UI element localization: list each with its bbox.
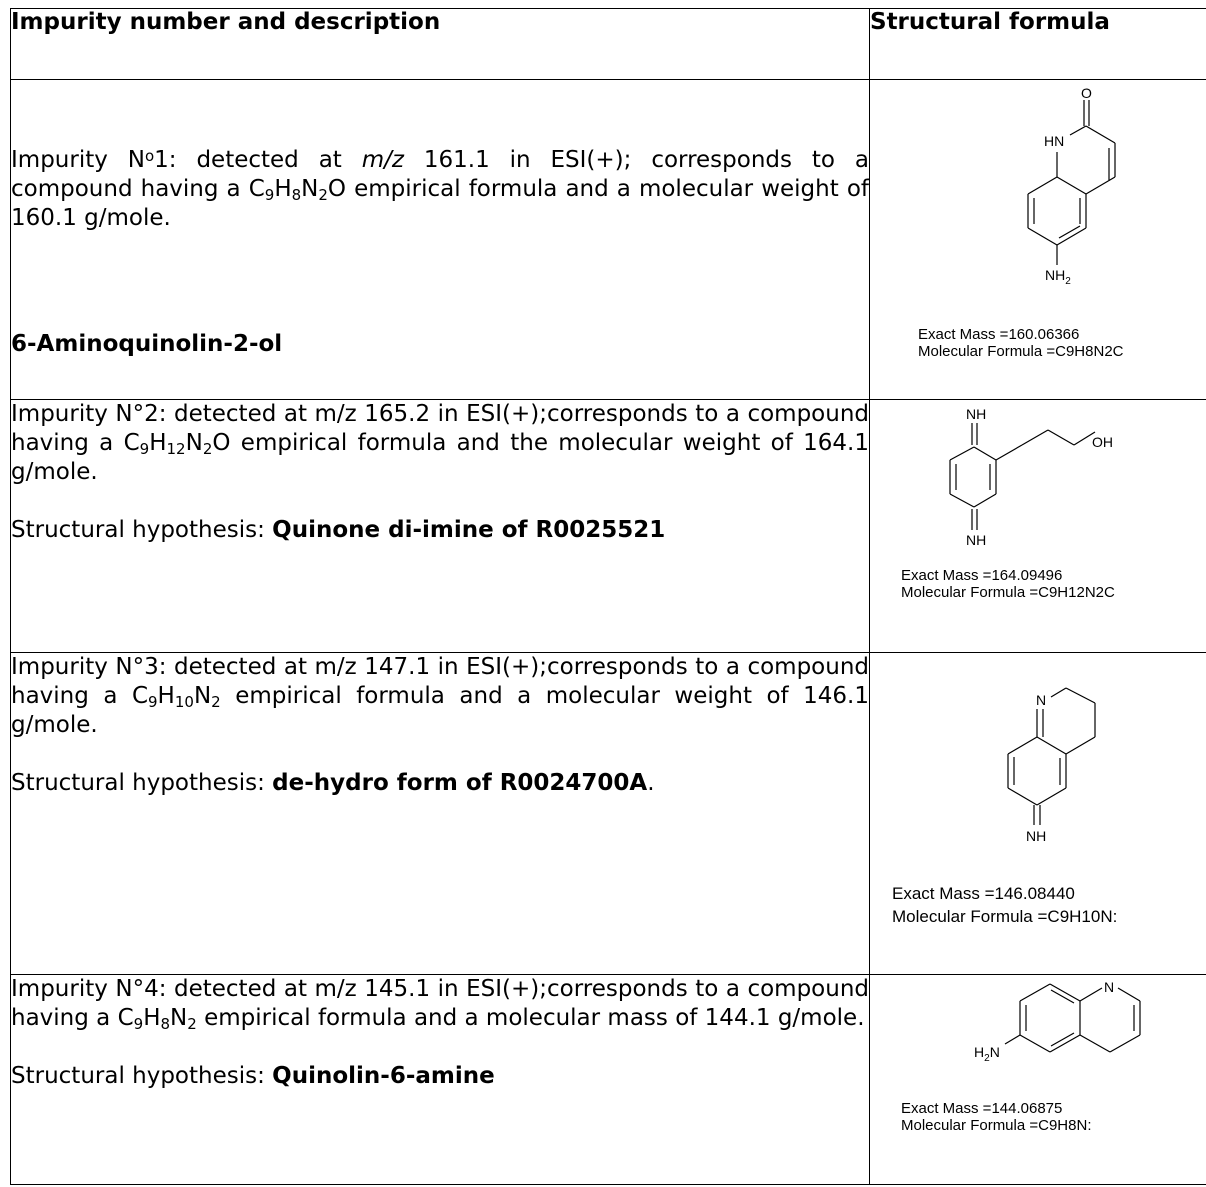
- impurity-1-structure: O HN NH2 Exact Mass =160.06366 Molecular…: [869, 79, 1206, 400]
- table-row: Impurity N°2: detected at m/z 165.2 in E…: [10, 399, 1206, 653]
- atom-oh: OH: [1092, 434, 1113, 450]
- table-row: Impurity No1: detected at m/z 161.1 in E…: [10, 79, 1206, 400]
- impurity-4-structure: N H2N Exact Mass =144.06875 Molecular Fo…: [869, 974, 1206, 1185]
- impurity-2-description: Impurity N°2: detected at m/z 165.2 in E…: [10, 399, 870, 653]
- atom-n: N: [1036, 692, 1046, 708]
- table-row: Impurity N°3: detected at m/z 147.1 in E…: [10, 652, 1206, 975]
- impurity-4-description: Impurity N°4: detected at m/z 145.1 in E…: [10, 974, 870, 1185]
- impurity-1-text: Impurity No1: detected at m/z 161.1 in E…: [11, 147, 870, 231]
- atom-nh: NH: [1026, 828, 1046, 844]
- molecule-3-drawing: N NH: [1007, 687, 1096, 844]
- molecule-4-drawing: N H2N: [974, 979, 1141, 1064]
- atom-nh-top: NH: [966, 406, 986, 422]
- impurity-2-mass: Exact Mass =164.09496 Molecular Formula …: [901, 567, 1115, 601]
- impurity-1-mass: Exact Mass =160.06366 Molecular Formula …: [918, 326, 1124, 360]
- atom-hn: HN: [1044, 133, 1064, 149]
- impurity-4-text: Impurity N°4: detected at m/z 145.1 in E…: [11, 976, 869, 1033]
- header-description: Impurity number and description: [10, 8, 870, 80]
- atom-n: N: [1104, 979, 1114, 995]
- impurity-3-mass: Exact Mass =146.08440 Molecular Formula …: [892, 884, 1118, 926]
- atom-nh2: NH2: [1045, 267, 1071, 287]
- molecule-2-drawing: NH OH NH: [949, 406, 1113, 548]
- table-header-row: Impurity number and description Structur…: [10, 8, 1206, 80]
- table-row: Impurity N°4: detected at m/z 145.1 in E…: [10, 974, 1206, 1185]
- impurity-4-hypothesis: Structural hypothesis: Quinolin-6-amine: [11, 1063, 495, 1089]
- impurity-2-structure: NH OH NH Exact Mass =164.09496 Molecular…: [869, 399, 1206, 653]
- molecule-1-drawing: O HN NH2: [1027, 85, 1116, 287]
- atom-oxygen: O: [1081, 85, 1092, 101]
- impurity-2-text: Impurity N°2: detected at m/z 165.2 in E…: [11, 401, 869, 485]
- impurity-3-text: Impurity N°3: detected at m/z 147.1 in E…: [11, 654, 869, 738]
- impurity-2-hypothesis: Structural hypothesis: Quinone di-imine …: [11, 517, 666, 543]
- impurity-1-name: 6-Aminoquinolin-2-ol: [11, 331, 283, 357]
- impurity-3-description: Impurity N°3: detected at m/z 147.1 in E…: [10, 652, 870, 975]
- impurity-4-mass: Exact Mass =144.06875 Molecular Formula …: [901, 1100, 1092, 1134]
- impurity-table: Impurity number and description Structur…: [10, 8, 1206, 1185]
- header-structure: Structural formula: [869, 8, 1206, 80]
- atom-h2n: H2N: [974, 1044, 1000, 1064]
- atom-nh-bottom: NH: [966, 532, 986, 548]
- impurity-3-structure: N NH Exact Mass =146.08440 Molecular For…: [869, 652, 1206, 975]
- impurity-1-description: Impurity No1: detected at m/z 161.1 in E…: [10, 79, 870, 400]
- impurity-3-hypothesis: Structural hypothesis: de-hydro form of …: [11, 770, 655, 796]
